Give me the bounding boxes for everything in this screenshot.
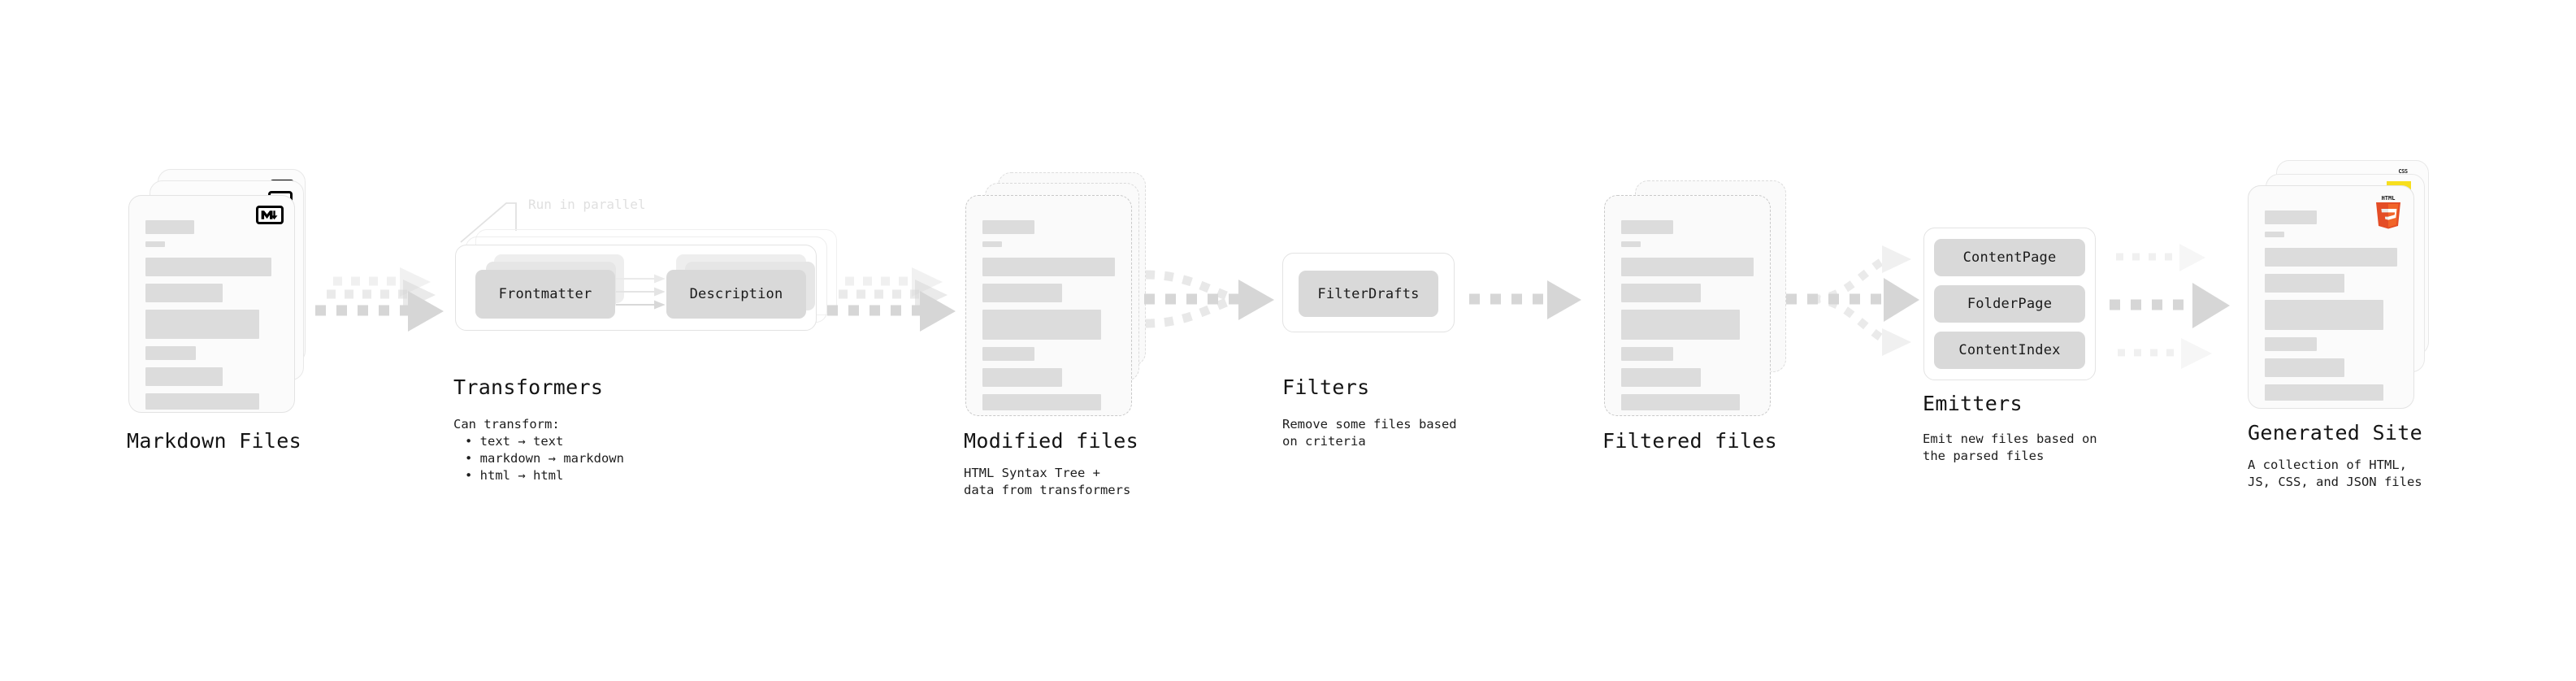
content-bar <box>145 258 271 276</box>
content-bar <box>2265 248 2397 267</box>
parallel-leader-line <box>460 202 517 243</box>
stage-title-generated-site: Generated Site <box>2248 421 2422 445</box>
chip-folderpage[interactable]: FolderPage <box>1934 285 2085 323</box>
content-bar <box>1621 394 1740 410</box>
arrow-filtered-to-emitters-diverging <box>1786 245 1919 356</box>
run-in-parallel-label: Run in parallel <box>528 197 646 212</box>
content-bar <box>145 393 259 410</box>
css-badge-label: CSS <box>2398 168 2408 175</box>
arrow-filters-to-filtered <box>1469 280 1581 319</box>
content-bar <box>982 220 1034 234</box>
stage-title-modified-files: Modified files <box>964 429 1138 453</box>
content-bar <box>982 258 1115 276</box>
chip-contentpage[interactable]: ContentPage <box>1934 239 2085 276</box>
content-bar <box>982 241 1002 247</box>
content-bar <box>2265 210 2317 224</box>
content-bar <box>1621 220 1673 234</box>
svg-text:HTML: HTML <box>2382 195 2396 202</box>
content-bar <box>2265 232 2284 237</box>
content-bar <box>145 220 194 234</box>
content-bar <box>1621 310 1740 340</box>
content-bar <box>145 284 223 302</box>
content-bar <box>145 310 259 339</box>
arrow-emitters-to-site <box>2110 244 2230 369</box>
transform-bullet-list: • text → text • markdown → markdown • ht… <box>465 433 624 484</box>
chip-filterdrafts[interactable]: FilterDrafts <box>1299 271 1438 317</box>
chip-description[interactable]: Description <box>666 270 806 319</box>
arrow-transformers-to-modified <box>827 267 956 332</box>
frontmatter-to-description-arrows <box>616 274 666 310</box>
content-bar <box>982 347 1034 361</box>
stage-title-filters: Filters <box>1282 375 1370 399</box>
content-bar <box>145 346 196 360</box>
content-bar <box>982 394 1101 410</box>
markdown-icon <box>256 206 284 224</box>
stage-title-emitters: Emitters <box>1923 392 2023 415</box>
chip-contentindex[interactable]: ContentIndex <box>1934 332 2085 369</box>
content-bar <box>145 367 223 386</box>
content-bar <box>2265 274 2344 293</box>
arrow-markdown-to-transformers <box>315 267 444 332</box>
chip-frontmatter[interactable]: Frontmatter <box>475 270 615 319</box>
file-content-lines <box>1621 220 1755 418</box>
content-bar <box>2265 337 2317 351</box>
content-bar <box>1621 258 1754 276</box>
stage-subtitle-generated-site: A collection of HTML, JS, CSS, and JSON … <box>2248 458 2422 489</box>
stage-subtitle-modified-files: HTML Syntax Tree + data from transformer… <box>964 466 1131 497</box>
content-bar <box>1621 284 1701 302</box>
markdown-file-card-front <box>128 195 295 413</box>
filtered-file-card-front <box>1604 195 1771 416</box>
content-bar <box>1621 241 1641 247</box>
content-bar <box>145 241 165 247</box>
stage-title-transformers: Transformers <box>453 375 604 399</box>
transform-bullet-1: • markdown → markdown <box>465 451 624 466</box>
html5-icon: HTML <box>2373 193 2404 229</box>
content-bar <box>1621 368 1701 387</box>
stage-subtitle-transformers: Can transform: <box>453 417 560 432</box>
modified-file-card-front <box>965 195 1132 416</box>
stage-title-filtered-files: Filtered files <box>1602 429 1777 453</box>
content-bar <box>982 310 1101 340</box>
transform-bullet-0: • text → text <box>465 434 564 449</box>
file-content-lines <box>982 220 1117 418</box>
arrow-modified-to-filters-converging <box>1144 270 1274 328</box>
file-content-lines <box>2265 210 2399 408</box>
stage-subtitle-emitters: Emit new files based on the parsed files <box>1923 432 2097 463</box>
content-bar <box>982 368 1062 387</box>
file-content-lines <box>145 220 280 417</box>
content-bar <box>2265 384 2383 401</box>
stage-title-markdown-files: Markdown Files <box>127 429 301 453</box>
content-bar <box>982 284 1062 302</box>
content-bar <box>2265 358 2344 377</box>
transform-bullet-2: • html → html <box>465 468 564 483</box>
content-bar <box>1621 347 1673 361</box>
site-file-card-html: HTML <box>2248 185 2414 409</box>
content-bar <box>2265 300 2383 330</box>
stage-subtitle-filters: Remove some files based on criteria <box>1282 417 1457 449</box>
